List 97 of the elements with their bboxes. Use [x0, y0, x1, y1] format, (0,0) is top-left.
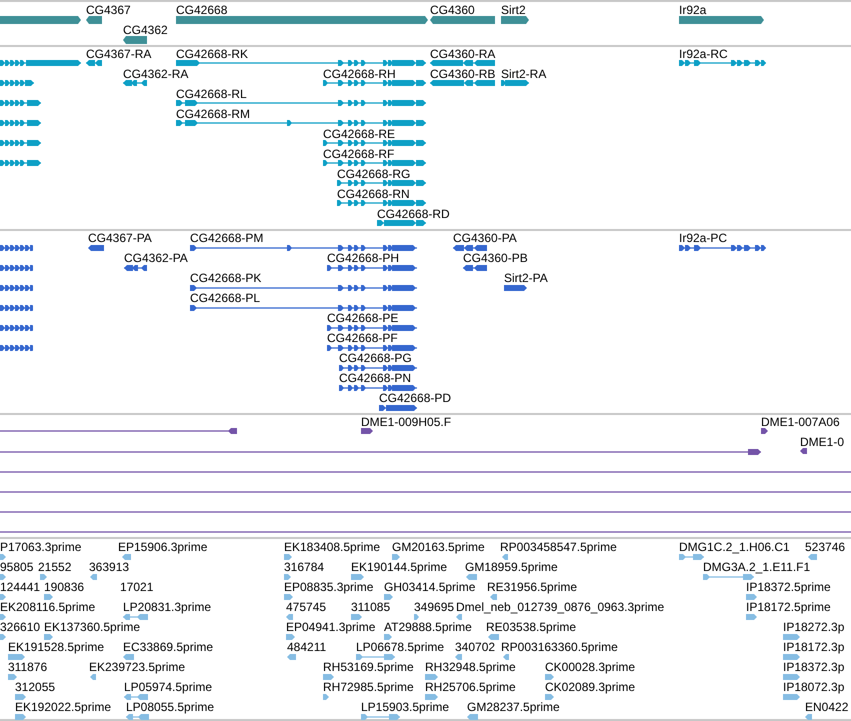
- feature-label: IP18172.5prime: [746, 600, 831, 614]
- feature-label: 124441: [0, 580, 40, 594]
- feature-label: Dmel_neb_012739_0876_0963.3prime: [456, 600, 664, 614]
- feature-label: CG4367-RA: [86, 47, 152, 61]
- feature-label: Ir92a: [679, 3, 706, 17]
- feature-label: P17063.3prime: [0, 540, 82, 554]
- feature-label: EC33869.5prime: [123, 640, 214, 654]
- feature-label: LP15903.5prime: [361, 700, 450, 714]
- feature-label: IP18372.3p: [783, 660, 844, 674]
- feature-label: LP06678.5prime: [356, 640, 444, 654]
- feature-label: Ir92a-PC: [679, 231, 728, 245]
- feature-label: CG42668-RK: [176, 47, 248, 61]
- feature-label: EK137360.5prime: [44, 620, 140, 634]
- feature-label: DMG3A.2_1.E11.F1: [703, 560, 810, 574]
- feature-label: DME1-009H05.F: [361, 415, 452, 429]
- feature-label: 475745: [286, 600, 326, 614]
- feature-label: RH25706.5prime: [425, 680, 516, 694]
- feature-label: CG4362: [123, 23, 168, 37]
- feature-label: CG4360-RB: [430, 67, 496, 81]
- feature-label: CG42668-PL: [190, 291, 260, 305]
- feature-label: RE31956.5prime: [487, 580, 578, 594]
- feature-label: GM28237.5prime: [467, 700, 560, 714]
- feature-label: CG42668-PD: [379, 391, 452, 405]
- feature-label: DMG1C.2_1.H06.C1: [679, 540, 790, 554]
- feature-label: CK00028.3prime: [545, 660, 636, 674]
- feature-label: CG4360-PB: [463, 251, 528, 265]
- feature-label: CG42668: [176, 3, 228, 17]
- feature-label: 21552: [38, 560, 72, 574]
- feature-label: CG42668-RE: [323, 127, 396, 141]
- feature-label: CG42668-PK: [190, 271, 262, 285]
- feature-label: DME1-007A06: [761, 415, 840, 429]
- feature-label: CG42668-PF: [327, 331, 398, 345]
- feature-label: 349695: [414, 600, 454, 614]
- feature-label: 523746: [805, 540, 846, 554]
- feature-label: Ir92a-RC: [679, 47, 728, 61]
- feature-label: GM20163.5prime: [392, 540, 485, 554]
- feature-label: EK183408.5prime: [284, 540, 380, 554]
- feature-label: 326610: [0, 620, 40, 634]
- feature-label: CG42668-RH: [323, 67, 396, 81]
- feature-label: CK02089.3prime: [545, 680, 636, 694]
- feature-label: EP04941.3prime: [286, 620, 376, 634]
- feature-label: CG4360-RA: [430, 47, 496, 61]
- feature-label: CG42668-RD: [377, 207, 450, 221]
- feature-label: 17021: [120, 580, 154, 594]
- feature-label: Sirt2-PA: [504, 271, 548, 285]
- feature-label: CG42668-RF: [323, 147, 394, 161]
- feature-label: IP18372.5prime: [746, 580, 831, 594]
- feature-label: AT29888.5prime: [384, 620, 472, 634]
- feature-label: EN0422: [805, 700, 848, 714]
- feature-label: RE03538.5prime: [486, 620, 576, 634]
- feature-label: CG4367: [86, 3, 131, 17]
- feature-label: CG42668-RG: [337, 167, 410, 181]
- feature-label: Sirt2-RA: [501, 67, 546, 81]
- feature-label: 311085: [351, 600, 390, 614]
- feature-label: EK239723.5prime: [89, 660, 186, 674]
- feature-label: CG42668-PG: [339, 351, 412, 365]
- feature-label: Sirt2: [501, 3, 526, 17]
- feature-label: DME1-0: [800, 435, 844, 449]
- feature-label: CG4360: [430, 3, 475, 17]
- feature-label: RH72985.5prime: [323, 680, 414, 694]
- feature-label: EK191528.5prime: [8, 640, 104, 654]
- feature-label: 95805: [0, 560, 34, 574]
- feature-label: EK192022.5prime: [15, 700, 112, 714]
- feature-label: RH32948.5prime: [425, 660, 516, 674]
- feature-label: 190836: [44, 580, 84, 594]
- feature-label: EP08835.3prime: [284, 580, 374, 594]
- feature-label: LP08055.5prime: [126, 700, 214, 714]
- feature-label: CG42668-PM: [190, 231, 264, 245]
- feature-label: CG42668-PN: [339, 371, 412, 385]
- feature-label: GH03414.5prime: [384, 580, 476, 594]
- feature-label: RH53169.5prime: [323, 660, 414, 674]
- feature-label: IP18272.3p: [783, 620, 844, 634]
- feature-label: 311876: [8, 660, 48, 674]
- feature-label: IP18172.3p: [783, 640, 844, 654]
- feature-label: GM18959.5prime: [465, 560, 558, 574]
- feature-label: LP20831.3prime: [123, 600, 212, 614]
- feature-label: IP18072.3p: [783, 680, 844, 694]
- feature-label: CG4362-RA: [123, 67, 188, 81]
- feature-label: 484211: [287, 640, 326, 654]
- feature-label: CG42668-RN: [337, 187, 410, 201]
- feature-label: RP003458547.5prime: [500, 540, 617, 554]
- feature-label: 312055: [15, 680, 56, 694]
- feature-label: CG4360-PA: [453, 231, 517, 245]
- feature-label: CG4367-PA: [88, 231, 152, 245]
- feature-label: EP15906.3prime: [118, 540, 208, 554]
- feature-label: LP05974.5prime: [124, 680, 212, 694]
- feature-label: CG42668-PE: [327, 311, 398, 325]
- feature-label: CG42668-PH: [327, 251, 400, 265]
- feature-label: EK190144.5prime: [351, 560, 448, 574]
- feature-label: 340702: [455, 640, 496, 654]
- feature-label: RP003163360.5prime: [501, 640, 618, 654]
- feature-label: 363913: [89, 560, 130, 574]
- feature-label: EK208116.5prime: [0, 600, 96, 614]
- feature-label: CG4362-PA: [124, 251, 188, 265]
- feature-label: 316784: [284, 560, 324, 574]
- feature-label: CG42668-RM: [176, 107, 250, 121]
- feature-label: CG42668-RL: [176, 87, 247, 101]
